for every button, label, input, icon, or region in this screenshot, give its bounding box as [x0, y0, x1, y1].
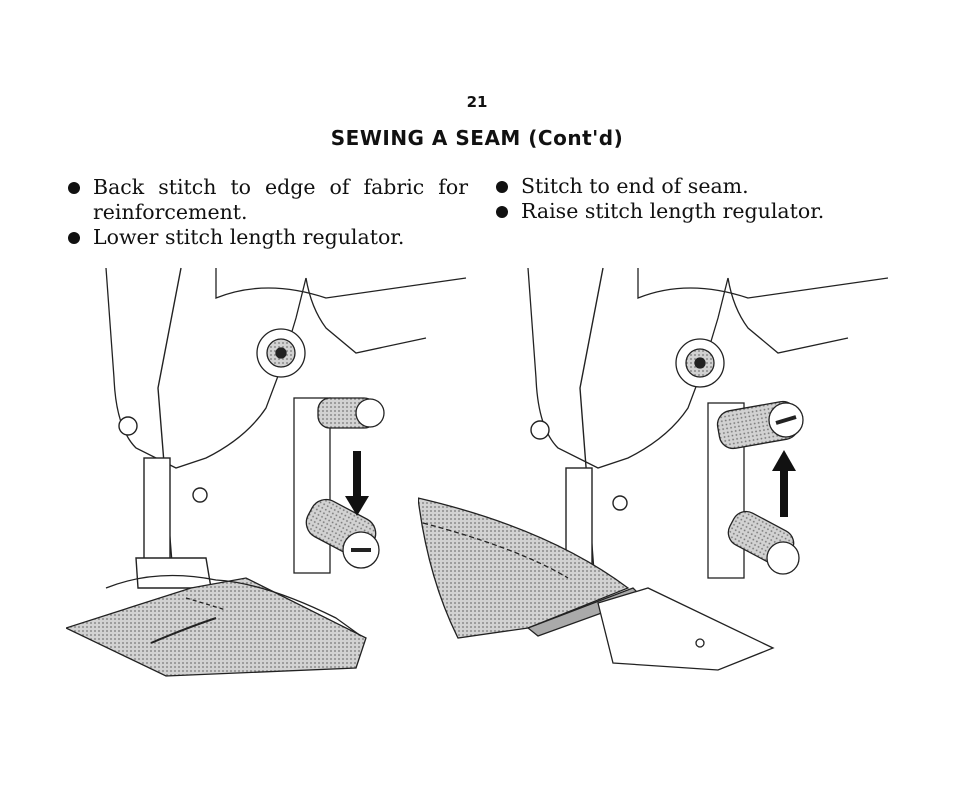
- instruction-item: Back stitch to edge of fabric for reinfo…: [66, 175, 468, 225]
- bullet-icon: [68, 182, 80, 194]
- regulator-knob-upper: [317, 397, 385, 429]
- regulator-knob-lower: [305, 498, 380, 569]
- regulator-knob-lower: [727, 510, 800, 575]
- arrow-up-icon: [772, 450, 796, 517]
- instruction-text: Back stitch to edge of fabric for reinfo…: [93, 175, 468, 224]
- bullet-icon: [496, 181, 508, 193]
- bullet-icon: [68, 232, 80, 244]
- instruction-item: Lower stitch length regulator.: [66, 225, 468, 250]
- instruction-text: Raise stitch length regulator.: [521, 199, 825, 223]
- regulator-knob-upper: [716, 400, 804, 450]
- needle-bar: [118, 267, 212, 589]
- instruction-item: Stitch to end of seam.: [494, 174, 854, 199]
- tension-dial: [256, 328, 306, 378]
- machine-head: [527, 267, 888, 469]
- fabric: [66, 574, 367, 677]
- page-number: 21: [466, 93, 488, 111]
- stitch-regulator: [293, 397, 385, 574]
- machine-head: [105, 267, 467, 469]
- slide-plate: [597, 587, 775, 671]
- bullet-icon: [496, 206, 508, 218]
- sewing-machine-illustration-right: [418, 267, 888, 671]
- right-instructions: Stitch to end of seam. Raise stitch leng…: [494, 174, 854, 224]
- sewing-machine-illustration-left: [66, 267, 467, 677]
- instruction-text: Lower stitch length regulator.: [93, 225, 405, 249]
- stitch-regulator: [707, 400, 804, 579]
- page-title: SEWING A SEAM (Cont'd): [330, 126, 624, 150]
- instruction-text: Stitch to end of seam.: [521, 174, 749, 198]
- instruction-item: Raise stitch length regulator.: [494, 199, 854, 224]
- arrow-down-icon: [345, 451, 369, 516]
- tension-dial: [675, 338, 725, 388]
- left-instructions: Back stitch to edge of fabric for reinfo…: [66, 175, 468, 250]
